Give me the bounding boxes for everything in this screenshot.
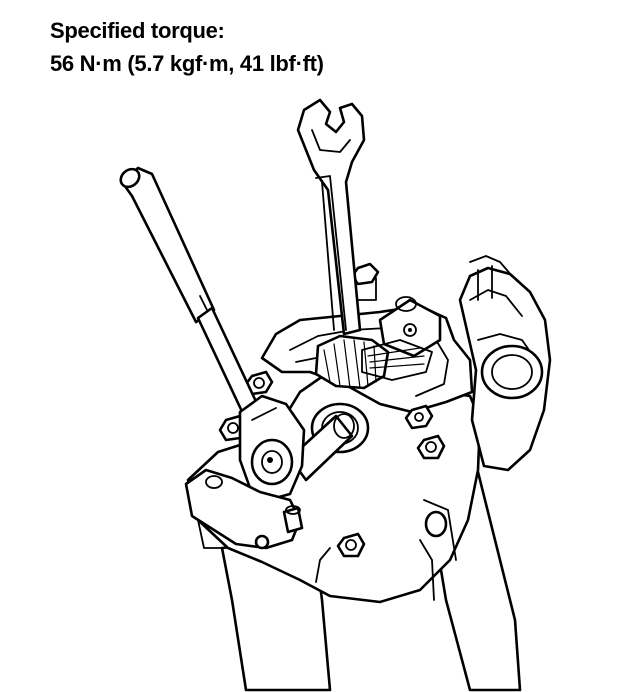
- torque-specification: Specified torque: 56 N·m (5.7 kgf·m, 41 …: [50, 14, 324, 80]
- transmission-housing: [186, 255, 552, 692]
- torque-label: Specified torque:: [50, 18, 225, 43]
- bolt-lower: [336, 532, 366, 558]
- open-end-wrench: [296, 98, 366, 336]
- torque-wrench: [119, 166, 306, 502]
- bolt-right: [404, 404, 446, 460]
- gear: [314, 334, 433, 390]
- mount-bracket: [184, 468, 304, 550]
- torque-value: 56 N·m (5.7 kgf·m, 41 lbf·ft): [50, 51, 324, 76]
